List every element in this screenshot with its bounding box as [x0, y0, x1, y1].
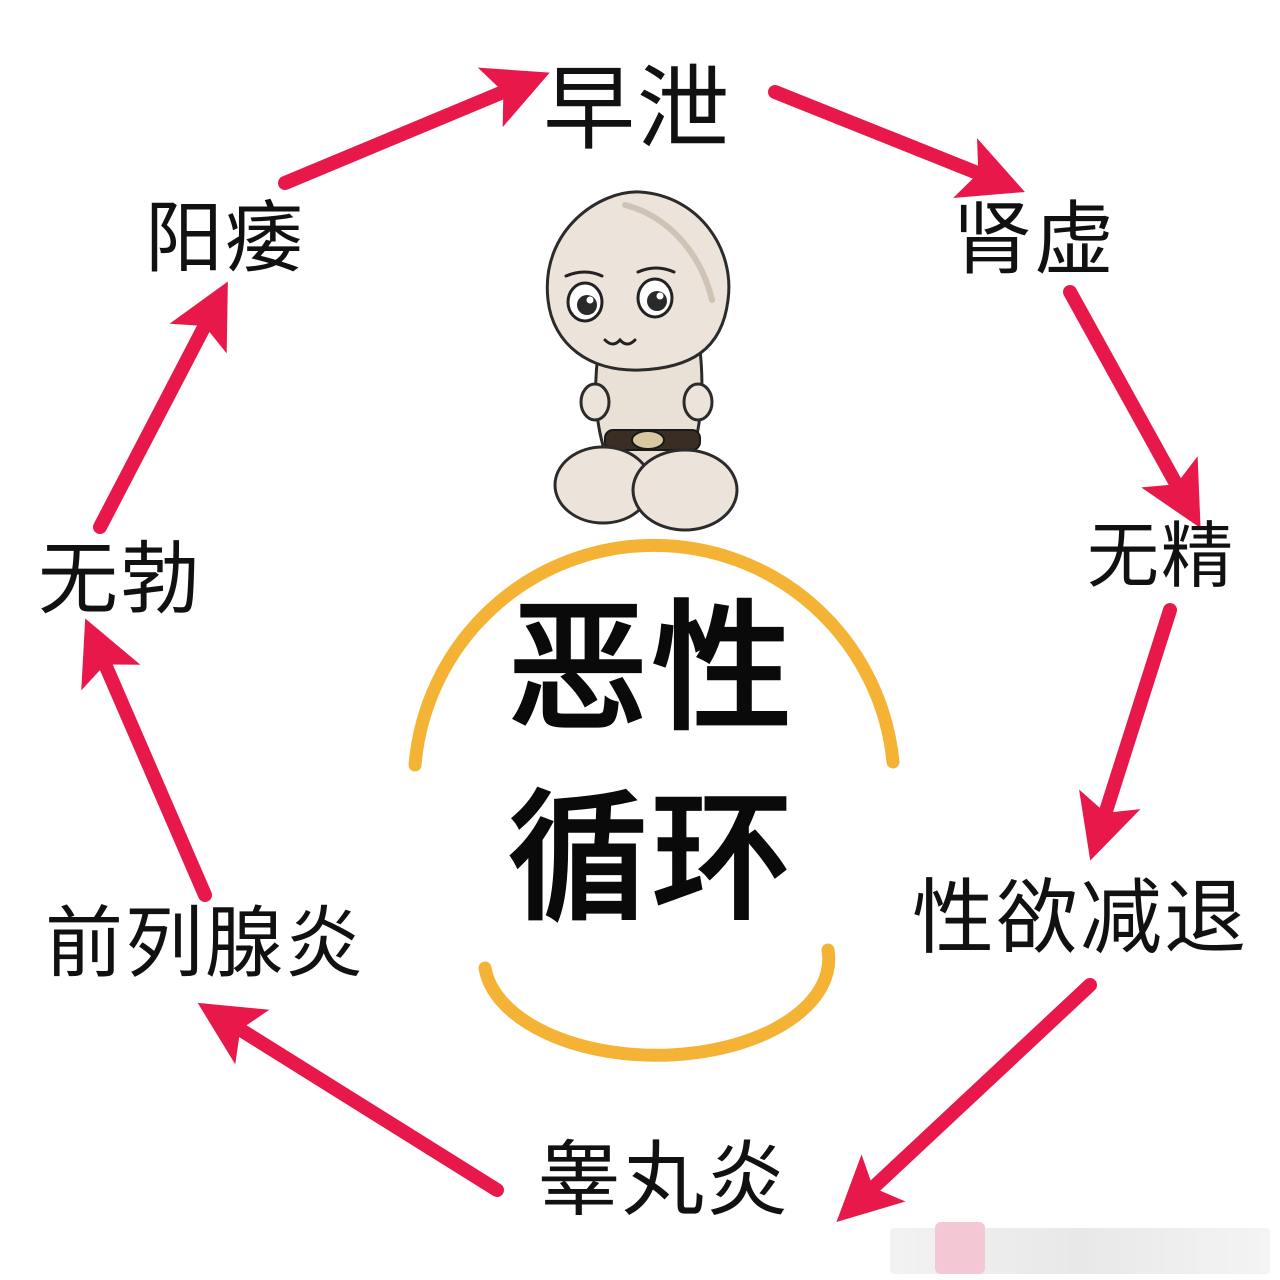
- cycle-arrow-icon: [1079, 603, 1177, 861]
- top-arc: [408, 538, 900, 772]
- node-premature: 早泄: [543, 56, 732, 163]
- cycle-arrow-icon: [768, 85, 1025, 198]
- cycle-arrow-icon: [278, 67, 550, 190]
- cycle-arrow-icon: [93, 281, 228, 534]
- cycle-arrow-icon: [197, 1002, 504, 1197]
- node-libido: 性欲减退: [912, 871, 1249, 966]
- cycle-arrow-icon: [81, 618, 212, 902]
- cycle-arrow-icon: [1063, 285, 1201, 529]
- center-title-line2: 循环: [508, 778, 797, 941]
- node-nosperm: 无精: [1087, 514, 1236, 598]
- watermark-accent-icon: [935, 1222, 985, 1274]
- node-kidney: 肾虚: [952, 193, 1116, 286]
- node-prostatitis: 前列腺炎: [45, 899, 366, 989]
- node-orchitis: 睾丸炎: [538, 1133, 791, 1228]
- node-impotence: 阳痿: [145, 194, 306, 284]
- cycle-arrows: [81, 67, 1201, 1222]
- center-title-line1: 恶性: [508, 588, 797, 751]
- bottom-arc: [478, 943, 836, 1062]
- mascot-icon: [545, 190, 739, 532]
- cycle-arrow-icon: [836, 978, 1097, 1222]
- node-noerection: 无勃: [38, 533, 202, 626]
